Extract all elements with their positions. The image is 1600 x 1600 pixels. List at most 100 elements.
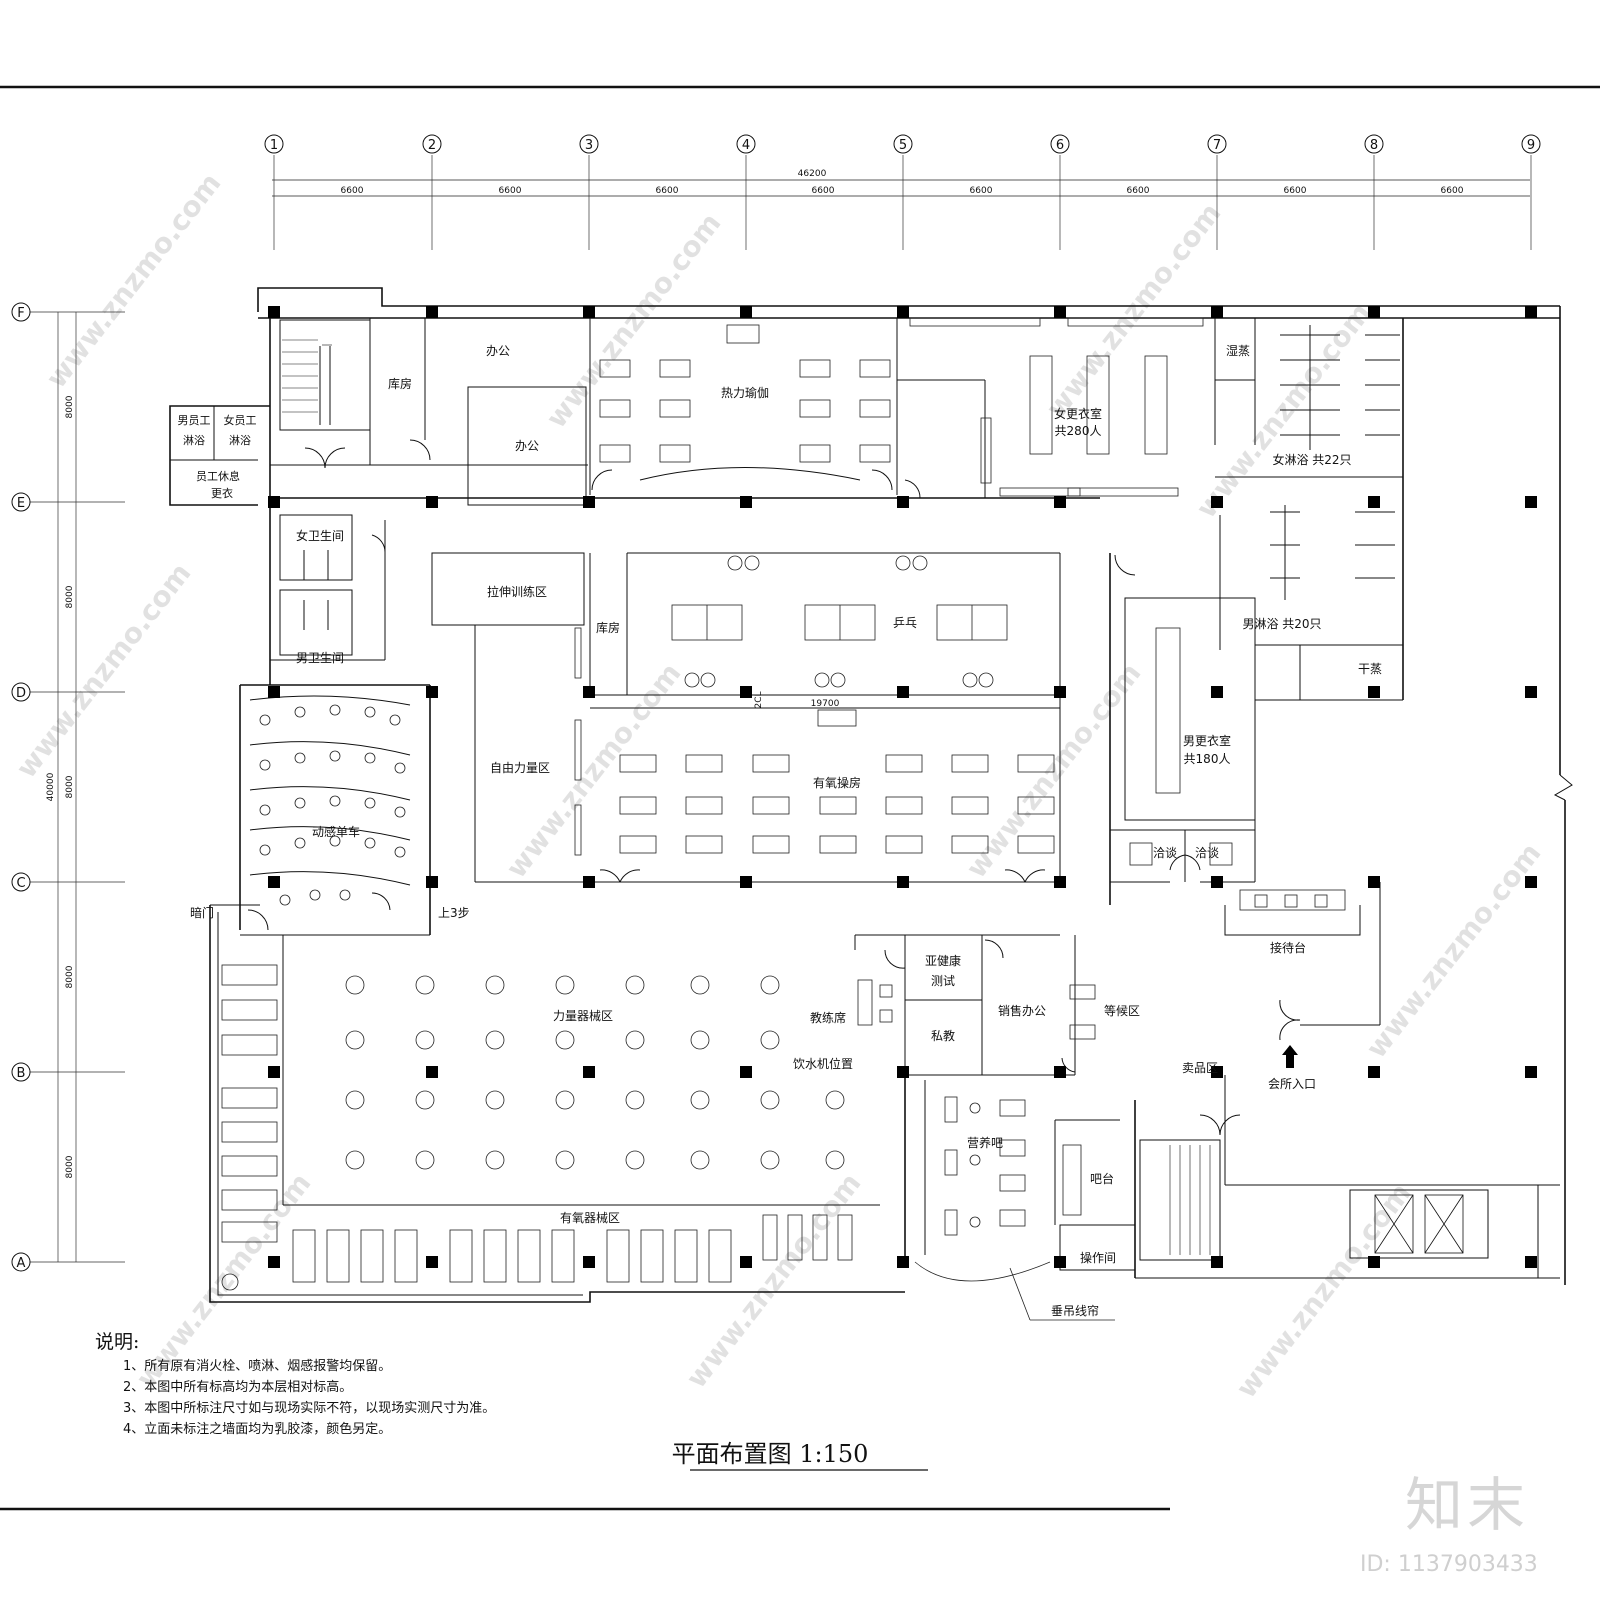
room-label-talk: 洽谈 [1153, 846, 1177, 860]
column-axis-label: 8 [1370, 138, 1378, 153]
note-item: 4、立面未标注之墙面均为乳胶漆，颜色另定。 [123, 1422, 392, 1437]
room-label-nutrition: 营养吧 [967, 1135, 1003, 1150]
watermark: www.znzmo.com [1230, 1177, 1418, 1405]
walls [169, 287, 1573, 1303]
room-label-staff-shower-men: 男员工 [178, 414, 211, 427]
column-axes: 1 2 3 4 5 6 7 8 9 [264, 134, 1541, 250]
room-label-staff-shower-women: 女员工 [224, 413, 257, 427]
room-label-strength: 力量器械区 [553, 1008, 613, 1023]
room-label-hot-yoga: 热力瑜伽 [721, 385, 769, 400]
watermark: www.znzmo.com [540, 207, 728, 435]
room-label-women-locker: 女更衣室 [1054, 406, 1102, 421]
row-axes: F E D C B A 40000 8000 8000 8000 8000 80… [11, 302, 125, 1272]
watermark: www.znzmo.com [40, 167, 228, 395]
room-label-private: 私教 [931, 1028, 955, 1043]
column-axis-label: 4 [742, 138, 750, 153]
brand-logo: 知末 [1405, 1471, 1530, 1539]
room-label-women-locker-capacity: 共280人 [1055, 424, 1102, 438]
bay-dim: 6600 [1284, 186, 1307, 196]
room-label-entrance: 会所入口 [1268, 1077, 1316, 1091]
note-item: 1、所有原有消火栓、喷淋、烟感报警均保留。 [123, 1359, 392, 1374]
row-axis-label: C [16, 876, 25, 891]
room-label-staff-rest: 员工休息 [196, 469, 240, 483]
row-axis-label: A [17, 1256, 26, 1271]
watermark: www.znzmo.com [1040, 197, 1228, 425]
room-label-merch: 卖品区 [1182, 1061, 1218, 1075]
room-label-ops: 操作间 [1080, 1250, 1116, 1265]
room-label-wet-steam: 湿蒸 [1226, 343, 1250, 358]
column-axis-label: 1 [270, 138, 278, 153]
note-item: 3、本图中所标注尺寸如与现场实际不符，以现场实测尺寸为准。 [123, 1401, 496, 1416]
row-axis-label: B [17, 1066, 26, 1081]
top-dimensions: 46200 6600 6600 6600 6600 6600 6600 6600… [272, 169, 1530, 197]
room-label-sales: 销售办公 [998, 1003, 1046, 1018]
watermark: www.znzmo.com [1360, 837, 1548, 1065]
bay-dim: 6600 [1441, 186, 1464, 196]
room-label-stretch: 拉伸训练区 [487, 584, 547, 599]
bay-depth-dim: 8000 [65, 965, 75, 988]
watermark: www.znzmo.com [680, 1167, 868, 1395]
notes-block: 说明: 1、所有原有消火栓、喷淋、烟感报警均保留。 2、本图中所有标高均为本层相… [95, 1327, 495, 1440]
bay-depth-dim: 8000 [65, 775, 75, 798]
bay-depth-dim: 8000 [65, 395, 75, 418]
room-label-storage: 库房 [596, 620, 620, 635]
watermark: www.znzmo.com [10, 557, 198, 785]
column-axis-label: 5 [899, 138, 907, 153]
bay-dim: 6600 [499, 186, 522, 196]
inner-dimension-small: 2CL [754, 691, 764, 708]
room-label-ping-pong: 乒乓 [893, 616, 917, 630]
total-width-dim: 46200 [798, 169, 827, 179]
room-labels: 办公 办公 库房 热力瑜伽 女更衣室 共280人 湿蒸 女淋浴 共22只 男员工… [178, 343, 1383, 1318]
room-label-dry-steam: 干蒸 [1358, 662, 1382, 676]
room-label-women-shower: 女淋浴 共22只 [1272, 452, 1351, 467]
bay-dim: 6600 [1127, 186, 1150, 196]
room-label-aerobics: 有氧操房 [813, 775, 861, 790]
room-label-storage: 库房 [388, 376, 412, 391]
drawing-id: ID: 1137903433 [1360, 1552, 1538, 1577]
room-label-men-locker: 男更衣室 [1183, 733, 1231, 748]
watermark: www.znzmo.com [1190, 297, 1378, 525]
room-label-cardio: 有氧器械区 [560, 1210, 620, 1225]
note-item: 2、本图中所有标高均为本层相对标高。 [123, 1380, 353, 1395]
room-label-women-wc: 女卫生间 [296, 528, 344, 543]
room-label-reception: 接待台 [1270, 940, 1306, 955]
inner-dimension: 19700 [811, 699, 840, 709]
column-axis-label: 3 [585, 138, 593, 153]
room-label-water: 饮水机位置 [793, 1056, 853, 1071]
total-depth-dim: 40000 [46, 772, 56, 801]
room-label-men-wc: 男卫生间 [296, 651, 344, 665]
room-label-office: 办公 [515, 438, 539, 453]
room-label-spinning: 动感单车 [312, 824, 360, 839]
bay-depth-dim: 8000 [65, 1155, 75, 1178]
bay-dim: 6600 [812, 186, 835, 196]
equipment-layer [221, 324, 1328, 1321]
room-label-up-steps: 上3步 [438, 906, 470, 920]
room-label-hidden-door: 暗门 [190, 905, 214, 920]
room-label-staff-shower-men: 淋浴 [183, 434, 205, 447]
row-axis-label: D [16, 686, 26, 701]
bay-dim: 6600 [341, 186, 364, 196]
drawing-title: 平面布置图 1:150 [672, 1440, 869, 1468]
room-label-free-weights: 自由力量区 [490, 761, 550, 775]
room-label-men-locker-capacity: 共180人 [1184, 752, 1231, 766]
room-label-curtain: 垂吊线帘 [1051, 1303, 1099, 1318]
bay-depth-dim: 8000 [65, 585, 75, 608]
row-axis-label: F [17, 306, 24, 321]
row-axis-label: E [17, 496, 25, 511]
room-label-subhealth: 亚健康 [925, 953, 961, 968]
doors [247, 439, 1301, 1136]
column-axis-label: 7 [1213, 138, 1221, 153]
structural-columns [268, 306, 1537, 1268]
notes-heading: 说明: [95, 1331, 140, 1353]
room-label-office: 办公 [486, 343, 510, 358]
room-label-subhealth: 测试 [931, 973, 955, 988]
room-label-waiting: 等候区 [1104, 1004, 1140, 1018]
column-axis-label: 2 [428, 138, 436, 153]
room-label-staff-rest: 更衣 [211, 486, 233, 500]
bay-dim: 6600 [656, 186, 679, 196]
column-axis-label: 6 [1056, 138, 1064, 153]
room-label-bar: 吧台 [1090, 1171, 1114, 1186]
room-label-coach: 教练席 [810, 1010, 846, 1025]
room-label-men-shower: 男淋浴 共20只 [1242, 617, 1321, 631]
